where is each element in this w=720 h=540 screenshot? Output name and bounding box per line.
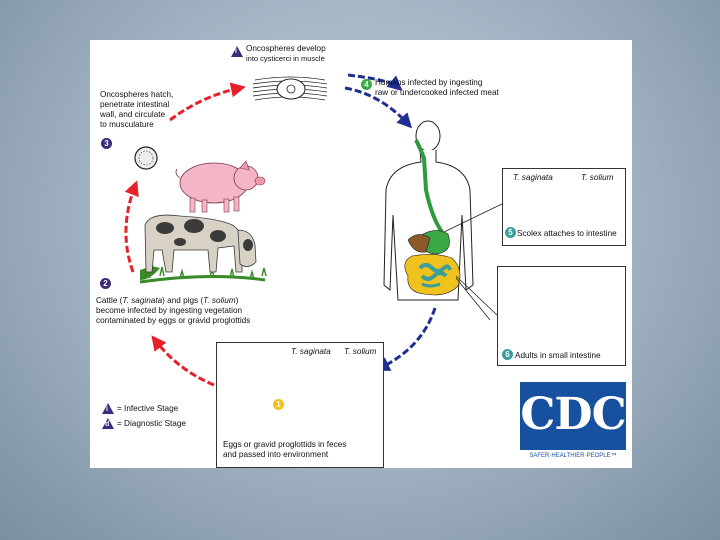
arrow-feces-to-cattle bbox=[151, 335, 215, 387]
stage-3-line-3: wall, and circulate bbox=[100, 110, 166, 119]
cdc-logo: CDC SAFER·HEALTHIER·PEOPLE™ bbox=[520, 382, 627, 464]
arrow-stage4 bbox=[344, 86, 413, 129]
stage-2-line-3: contaminated by eggs or gravid proglotti… bbox=[96, 316, 251, 325]
diagnostic-stage-label: = Diagnostic Stage bbox=[117, 419, 186, 428]
lifecycle-slide: T. saginata T. solium 5 Scolex attaches … bbox=[90, 40, 632, 468]
infective-stage-label: = Infective Stage bbox=[117, 404, 179, 413]
stage-2-line-1-a: Cattle ( bbox=[96, 296, 123, 305]
infective-letter-top: i bbox=[235, 48, 237, 55]
scolex-detail-box: T. saginata T. solium 5 Scolex attaches … bbox=[502, 168, 626, 246]
cysticerci-line-2: into cysticerci in muscle bbox=[246, 54, 325, 63]
stage-2-badge: 2 bbox=[100, 278, 111, 289]
proglottid-label-t-saginata: T. saginata bbox=[291, 347, 331, 356]
stage-3-line-4: to musculature bbox=[100, 120, 154, 129]
stage-3-description: Oncospheres hatch, penetrate intestinal … bbox=[100, 90, 173, 130]
scolex-label-t-solium: T. solium bbox=[581, 173, 614, 182]
pig-illustration bbox=[175, 160, 266, 213]
stage-1-badge: 1 bbox=[273, 399, 284, 410]
stage-2-species-2: T. solium bbox=[203, 296, 236, 305]
pointer-to-scolex-box bbox=[443, 201, 507, 233]
stage-3-line-2: penetrate intestinal bbox=[100, 100, 170, 109]
stage-2-species-1: T. saginata bbox=[122, 296, 163, 305]
stage-4-description: Humans infected by ingesting raw or unde… bbox=[375, 78, 499, 98]
cysticerci-description: Oncospheres develop into cysticerci in m… bbox=[246, 44, 326, 64]
pointer-to-adults-box bbox=[455, 275, 499, 317]
human-illustration bbox=[383, 120, 474, 301]
stage-2-description: Cattle (T. saginata) and pigs (T. solium… bbox=[96, 296, 250, 326]
stage-6-badge: 6 bbox=[502, 349, 513, 360]
stage-2-line-1-c: ) bbox=[235, 296, 239, 305]
stage-2-line-1-b: ) and pigs ( bbox=[162, 296, 204, 305]
arrow-human-to-feces bbox=[374, 307, 437, 371]
stage-5-badge: 5 bbox=[505, 227, 516, 238]
stage-4-line-2: raw or undercooked infected meat bbox=[375, 88, 499, 97]
stage-4-badge: 4 bbox=[361, 79, 372, 90]
infective-stage-icon-top bbox=[231, 46, 243, 57]
cysticerci-muscle-illustration bbox=[252, 76, 328, 101]
stage-3-line-1: Oncospheres hatch, bbox=[100, 90, 174, 99]
stage-6-label: Adults in small intestine bbox=[515, 351, 601, 360]
feces-detail-box: T. saginata T. solium d 1 Eggs or gravid… bbox=[216, 342, 384, 468]
cdc-tagline: SAFER·HEALTHIER·PEOPLE™ bbox=[529, 453, 617, 459]
arrow-cyst-to-human bbox=[347, 73, 403, 91]
stage-2-line-1: Cattle (T. saginata) and pigs (T. solium… bbox=[96, 296, 250, 306]
diagnostic-letter-legend: d bbox=[105, 421, 110, 428]
stage-1-line-1: Eggs or gravid proglottids in feces bbox=[223, 440, 347, 449]
stage-4-line-1: Humans infected by ingesting bbox=[375, 78, 483, 87]
cdc-logo-text: CDC bbox=[520, 389, 626, 440]
stage-2-line-2: become infected by ingesting vegetation bbox=[96, 306, 243, 315]
adults-detail-box: 6 Adults in small intestine bbox=[497, 266, 626, 366]
cow-illustration bbox=[139, 214, 267, 284]
cdc-logo-panel: CDC bbox=[520, 382, 627, 450]
stage-1-line-2: and passed into environment bbox=[223, 450, 329, 459]
stage-3-badge: 3 bbox=[101, 138, 112, 149]
oncosphere-illustration bbox=[134, 146, 158, 170]
arrow-hatch-to-cyst bbox=[169, 82, 246, 122]
infective-stage-icon bbox=[102, 403, 114, 414]
stage-5-label: Scolex attaches to intestine bbox=[517, 229, 617, 238]
proglottid-label-t-solium: T. solium bbox=[344, 347, 377, 356]
diagnostic-stage-letter: d bbox=[281, 377, 286, 384]
infective-letter-legend: i bbox=[106, 406, 108, 413]
diagnostic-stage-icon bbox=[102, 418, 114, 429]
cysticerci-line-1: Oncospheres develop bbox=[246, 44, 326, 53]
arrow-cattle-to-hatch bbox=[124, 180, 139, 273]
scolex-label-t-saginata: T. saginata bbox=[513, 173, 553, 182]
stage-1-description: Eggs or gravid proglottids in feces and … bbox=[223, 440, 346, 460]
